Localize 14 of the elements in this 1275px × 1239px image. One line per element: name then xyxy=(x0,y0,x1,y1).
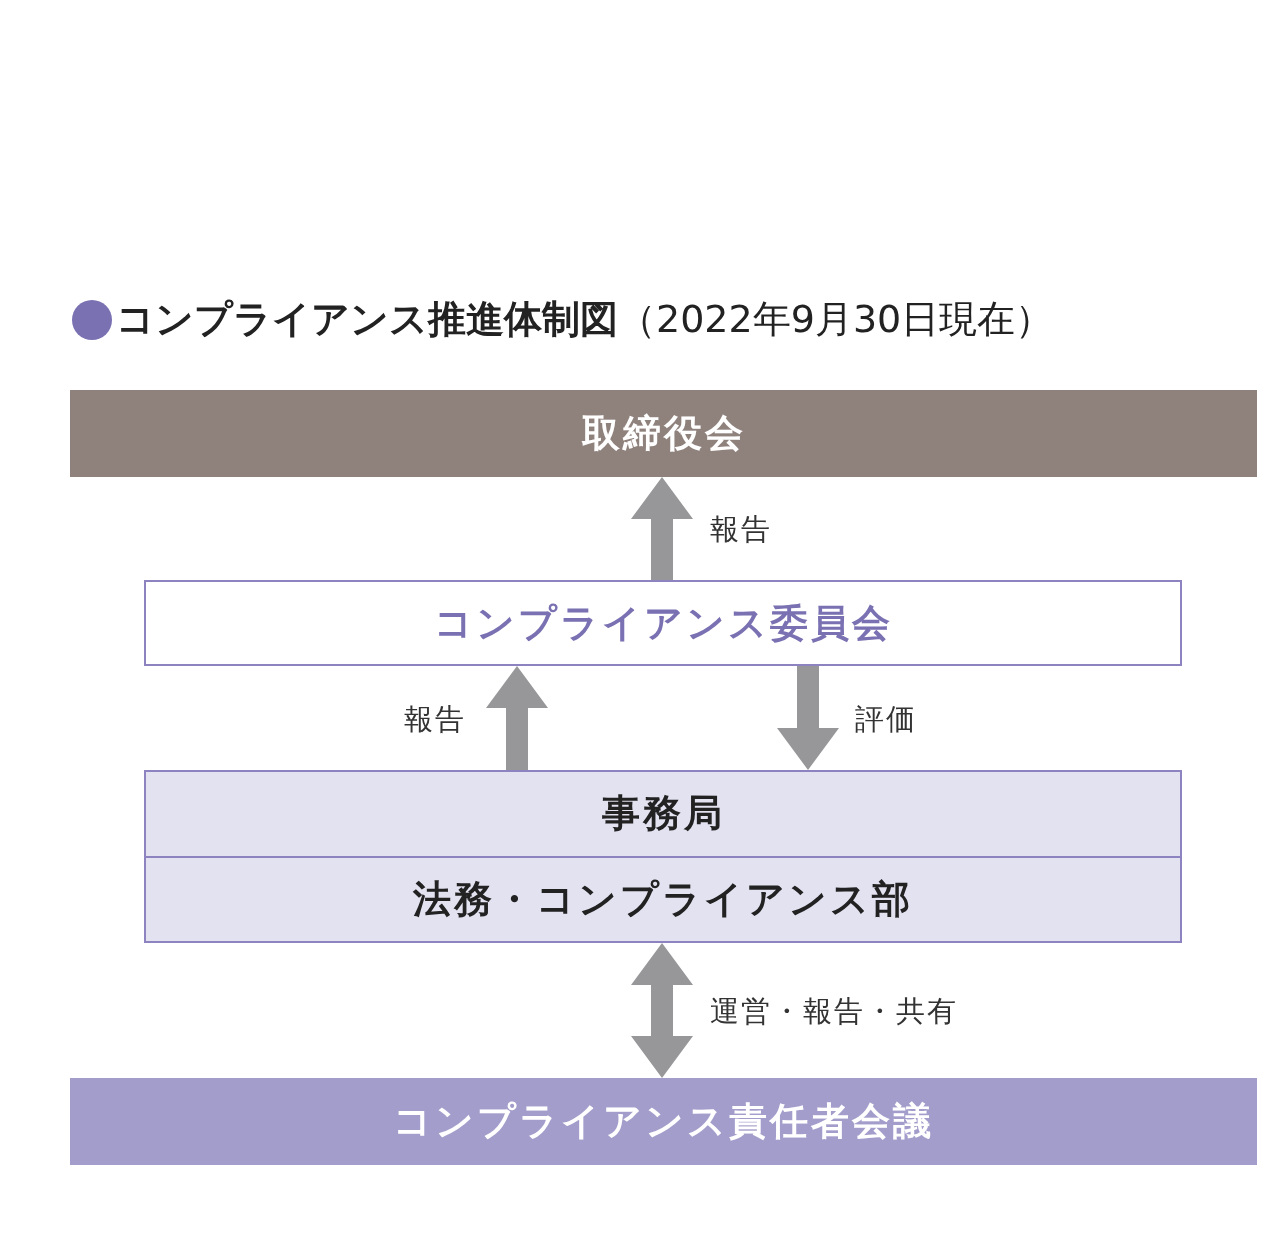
box-text: 事務局 xyxy=(601,790,725,838)
office-box xyxy=(144,770,1182,943)
arrow xyxy=(486,666,548,770)
arrow xyxy=(631,943,693,1078)
box-text: コンプライアンス委員会 xyxy=(433,599,893,647)
box-text: 法務・コンプライアンス部 xyxy=(413,875,913,923)
box-text: 取締役会 xyxy=(581,410,746,457)
meeting-band xyxy=(70,1078,1257,1165)
arrow xyxy=(631,477,693,580)
title: コンプライアンス推進体制図（2022年9月30日現在） xyxy=(116,296,1054,343)
box-text: コンプライアンス責任者会議 xyxy=(393,1098,934,1145)
committee-box xyxy=(144,580,1182,666)
arrow xyxy=(777,666,839,770)
board-band xyxy=(70,390,1257,477)
